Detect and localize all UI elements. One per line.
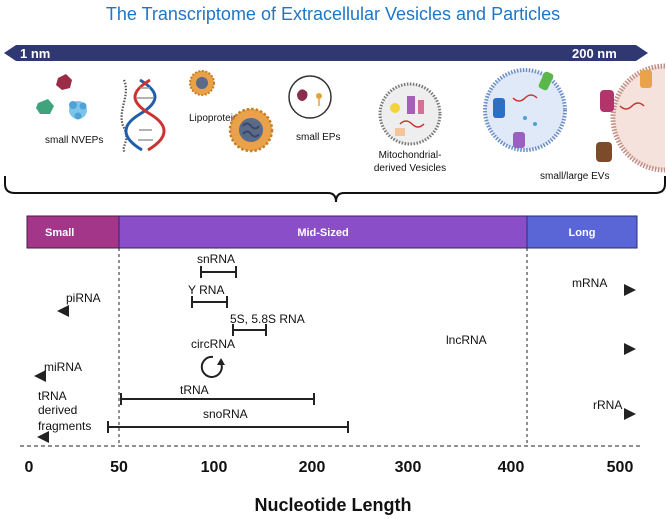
snorna-label: snoRNA (203, 407, 248, 421)
small-ev-icon (483, 68, 567, 152)
lncrna-label: lncRNA (446, 333, 487, 347)
mitochondrial-vesicle-icon (378, 82, 442, 146)
trf-label-line2: derived (38, 403, 77, 417)
trf-label-line1: tRNA (38, 389, 67, 403)
rrna-arrow (585, 408, 636, 420)
category-bar-long: Long (526, 215, 638, 249)
scale-max-label: 200 nm (572, 46, 617, 61)
tick-500: 500 (607, 459, 634, 476)
bracket (4, 176, 666, 203)
scale-min-label: 1 nm (20, 46, 50, 61)
tick-200: 200 (299, 459, 326, 476)
mito-label-line1: Mitochondrial- (379, 150, 442, 161)
5s-rna-label: 5S, 5.8S RNA (230, 312, 305, 326)
circrna-icon (200, 355, 225, 378)
yrna-range (191, 296, 228, 308)
category-small-label: Small (45, 227, 74, 239)
figure-title: The Transcriptome of Extracellular Vesic… (106, 4, 560, 24)
axis-tick-labels: 0 50 100 200 300 400 500 (25, 459, 634, 476)
trna-label: tRNA (180, 383, 209, 397)
axis-label: Nucleotide Length (255, 495, 412, 515)
trna-range (120, 393, 315, 405)
snrna-label: snRNA (197, 252, 235, 266)
trf-label-line3: fragments (38, 419, 91, 433)
small-nveps-label: small NVEPs (45, 135, 103, 146)
rrna-label: rRNA (593, 398, 622, 412)
tick-50: 50 (110, 459, 128, 476)
lipoprotein-icon-large (228, 107, 274, 153)
pirna-arrow (57, 305, 107, 317)
lncrna-arrow (320, 343, 636, 355)
category-long-label: Long (569, 227, 596, 239)
circrna-label: circRNA (191, 337, 235, 351)
size-scale-arrow: 1 nm 200 nm (4, 45, 648, 61)
rna-strand-icon (120, 79, 128, 153)
mrna-arrow (565, 284, 636, 296)
tick-100: 100 (201, 459, 228, 476)
mirna-label: miRNA (44, 360, 82, 374)
small-eps-label: small EPs (296, 132, 340, 143)
tick-0: 0 (25, 459, 34, 476)
evs-label: small/large EVs (540, 171, 609, 182)
mrna-label: mRNA (572, 276, 607, 290)
category-mid-label: Mid-Sized (297, 227, 348, 239)
tick-400: 400 (498, 459, 525, 476)
5s-rna-range (232, 324, 267, 336)
trf-arrow (37, 431, 104, 443)
category-bar-mid: Mid-Sized (118, 215, 528, 249)
small-nveps-illustration (36, 74, 87, 120)
small-ep-icon (288, 75, 332, 119)
snrna-range (200, 266, 237, 278)
mito-label-line2: derived Vesicles (374, 163, 446, 174)
lipoproteins-label: Lipoproteins (189, 113, 243, 124)
large-ev-icon (596, 63, 666, 173)
category-bar-small: Small (26, 215, 120, 249)
tick-300: 300 (395, 459, 422, 476)
mirna-arrow (34, 370, 86, 382)
lipoprotein-icon-small (189, 70, 215, 96)
snorna-range (107, 421, 349, 433)
yrna-label: Y RNA (188, 283, 224, 297)
dna-helix-icon (124, 78, 166, 152)
pirna-label: piRNA (66, 291, 101, 305)
